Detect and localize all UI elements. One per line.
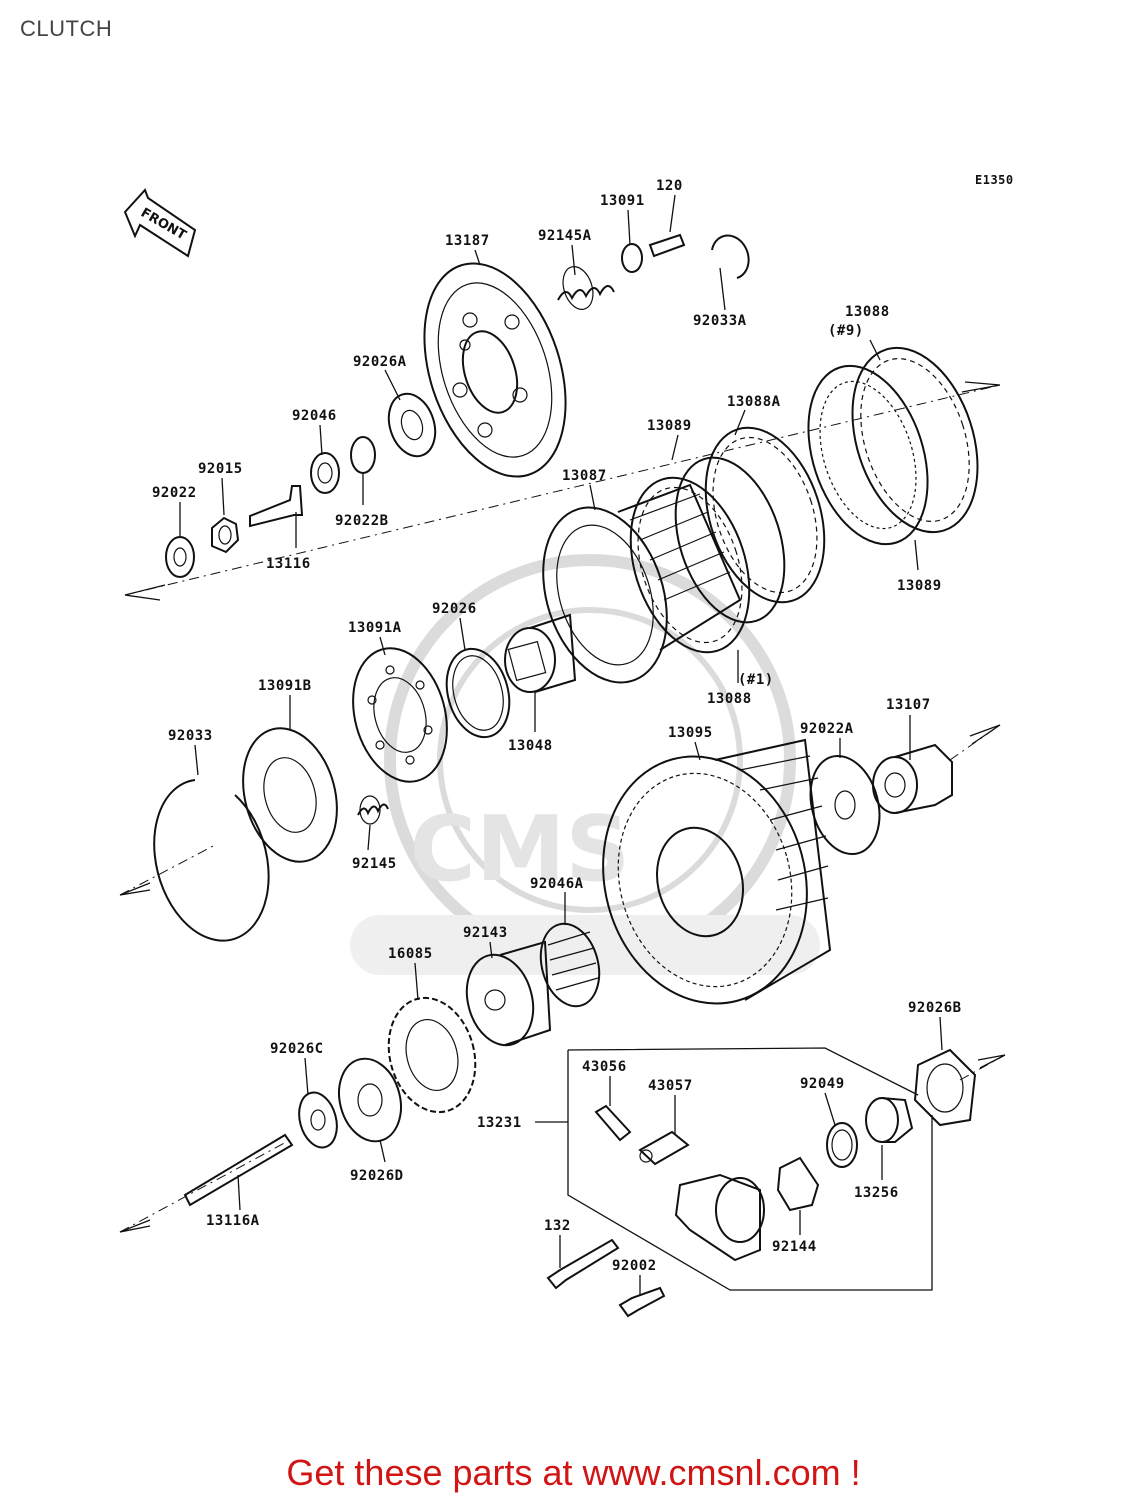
part-labels: 13187 92145A 13091 120 92033A 92026A 920…	[152, 178, 962, 1274]
label-120: 120	[656, 178, 683, 194]
label-13091a: 13091A	[348, 620, 402, 636]
part-13231-assembly-bracket	[535, 1047, 933, 1291]
part-132-bolt	[546, 1238, 620, 1290]
label-92046: 92046	[292, 408, 337, 424]
label-note-1: (#1)	[738, 672, 774, 688]
part-13087-clutch-hub	[542, 483, 742, 684]
part-92015-nut	[211, 516, 240, 554]
label-13088a: 13088A	[727, 394, 781, 410]
label-16085: 16085	[388, 946, 433, 962]
watermark-text: CMS	[410, 797, 630, 902]
part-13088-plate-9	[851, 346, 979, 534]
label-13088-bottom: 13088	[707, 691, 752, 707]
label-132: 132	[544, 1218, 571, 1234]
part-13095-clutch-housing	[602, 738, 832, 1005]
front-arrow-icon: FRONT	[123, 188, 197, 258]
label-13116: 13116	[266, 556, 311, 572]
label-92046a: 92046A	[530, 876, 584, 892]
label-92143: 92143	[463, 925, 508, 941]
part-13091-washer	[621, 243, 643, 273]
part-13091a-plate	[352, 647, 448, 783]
label-43056: 43056	[582, 1059, 627, 1075]
axis-lines	[119, 381, 1006, 1233]
part-92026a-washer	[387, 392, 437, 458]
part-43056-fitting	[594, 1104, 632, 1142]
part-92046a-bearing	[539, 922, 601, 1008]
part-92046-bearing	[310, 452, 340, 494]
label-13088-top: 13088	[845, 304, 890, 320]
part-92026c-washer	[298, 1091, 338, 1149]
label-13231: 13231	[477, 1115, 522, 1131]
part-13116a-rod	[183, 1133, 294, 1207]
label-92145: 92145	[352, 856, 397, 872]
part-16085-gear	[387, 996, 477, 1114]
label-92144: 92144	[772, 1239, 817, 1255]
label-13091b: 13091B	[258, 678, 312, 694]
part-13107-gear	[872, 743, 953, 814]
label-13089-right: 13089	[897, 578, 942, 594]
diagram-code: E1350	[975, 173, 1014, 187]
label-13089: 13089	[647, 418, 692, 434]
label-13107: 13107	[886, 697, 931, 713]
part-120-bolt	[648, 233, 686, 258]
label-92145a: 92145A	[538, 228, 592, 244]
part-92049-seal	[826, 1122, 858, 1168]
part-92002-bolt	[618, 1286, 666, 1318]
label-note-9: (#9)	[828, 323, 864, 339]
part-92144-spring	[776, 1156, 820, 1212]
leader-lines	[179, 194, 943, 1295]
label-92049: 92049	[800, 1076, 845, 1092]
part-13048-sleeve	[504, 613, 577, 693]
label-13095: 13095	[668, 725, 713, 741]
label-92015: 92015	[198, 461, 243, 477]
part-92026b-gasket	[913, 1048, 977, 1127]
front-label: FRONT	[138, 205, 189, 243]
part-13256-piston	[865, 1097, 914, 1143]
part-13116-rod	[249, 485, 304, 528]
part-13091b-plate	[242, 727, 338, 863]
clutch-exploded-diagram: CMS FRONT E1350	[119, 173, 1014, 1318]
label-92026b: 92026B	[908, 1000, 962, 1016]
label-13256: 13256	[854, 1185, 899, 1201]
part-92026d-washer	[338, 1057, 402, 1143]
part-13088-plate-1	[629, 476, 751, 654]
part-slave-cylinder	[674, 1173, 765, 1262]
part-92026-ring	[445, 647, 511, 739]
label-92033a: 92033A	[693, 313, 747, 329]
label-13187: 13187	[445, 233, 490, 249]
part-92022b-washer	[350, 436, 376, 474]
part-13089-plate-rear	[807, 364, 929, 546]
label-92026: 92026	[432, 601, 477, 617]
label-13087: 13087	[562, 468, 607, 484]
label-13091: 13091	[600, 193, 645, 209]
part-92033a-circlip	[711, 234, 750, 279]
part-13089-plate	[674, 456, 786, 624]
label-92002: 92002	[612, 1258, 657, 1274]
label-13048: 13048	[508, 738, 553, 754]
part-92143-collar	[465, 940, 552, 1047]
label-92022b: 92022B	[335, 513, 389, 529]
part-92022a-washer	[809, 754, 881, 856]
part-92145-spring	[357, 795, 389, 825]
label-92022a: 92022A	[800, 721, 854, 737]
part-92033-circlip	[153, 779, 270, 942]
label-92033: 92033	[168, 728, 213, 744]
page-title: CLUTCH	[20, 16, 113, 41]
label-92022: 92022	[152, 485, 197, 501]
label-43057: 43057	[648, 1078, 693, 1094]
label-13116a: 13116A	[206, 1213, 260, 1229]
part-92022-washer	[165, 536, 195, 578]
label-92026d: 92026D	[350, 1168, 404, 1184]
part-43057-cap	[638, 1130, 690, 1166]
label-92026c: 92026C	[270, 1041, 324, 1057]
footer-link-text[interactable]: Get these parts at www.cmsnl.com !	[286, 1452, 861, 1493]
part-92145a-spring	[557, 266, 615, 310]
part-13187-pressure-plate	[423, 262, 567, 478]
label-92026a: 92026A	[353, 354, 407, 370]
